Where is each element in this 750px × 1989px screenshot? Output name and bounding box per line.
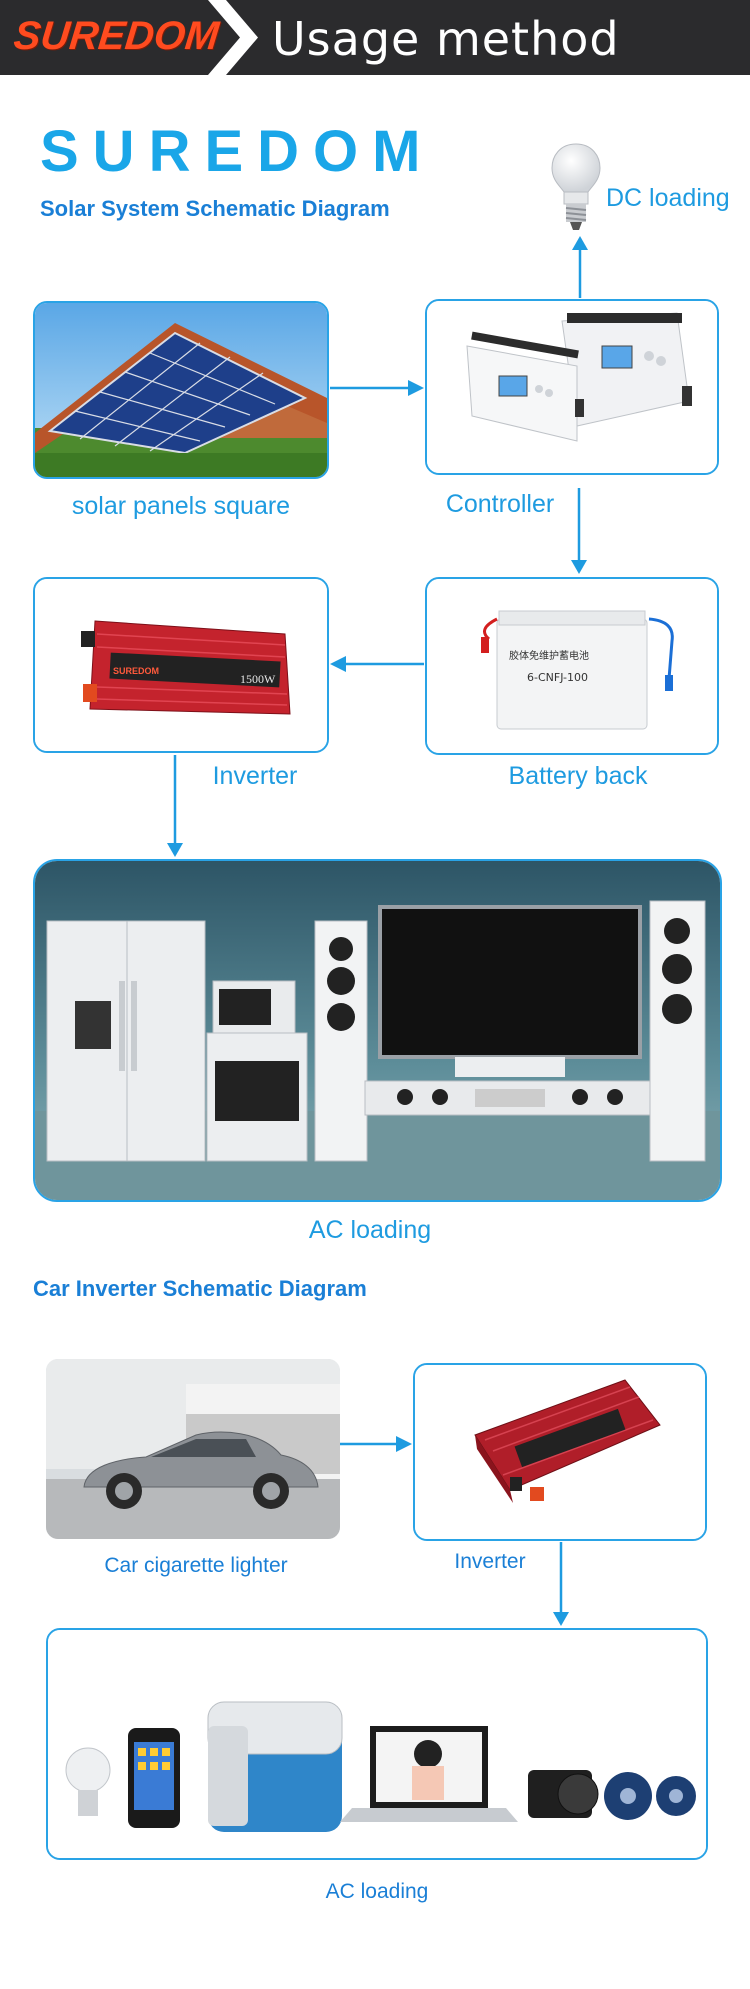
inverter-image: SUREDOM 1500W	[33, 577, 329, 753]
inverter-rating-text: 1500W	[240, 672, 276, 686]
solar-panels-label: solar panels square	[71, 492, 291, 520]
controller-image	[425, 299, 719, 475]
inverter-label: Inverter	[212, 762, 298, 790]
arrow-right-icon	[340, 1436, 412, 1452]
svg-text:SUREDOM: SUREDOM	[113, 666, 159, 676]
header-bar	[0, 0, 750, 75]
arrow-right-icon	[330, 380, 424, 396]
chevron-right-icon	[208, 0, 258, 75]
controller-label: Controller	[445, 490, 555, 518]
light-bulb-icon	[551, 143, 601, 230]
brand-title: SUREDOM	[40, 119, 435, 184]
car-lighter-label: Car cigarette lighter	[104, 1554, 288, 1577]
arrow-down-icon	[553, 1542, 569, 1626]
ac-loading-label: AC loading	[308, 1216, 432, 1244]
battery-chinese-text: 胶体免维护蓄电池	[509, 649, 589, 662]
arrow-down-icon	[571, 488, 587, 574]
solar-diagram-title: Solar System Schematic Diagram	[40, 196, 390, 221]
car-ac-devices-image	[46, 1628, 708, 1860]
car-diagram-title: Car Inverter Schematic Diagram	[33, 1276, 367, 1301]
arrow-down-icon	[167, 755, 183, 857]
car-inverter-image	[413, 1363, 707, 1541]
ac-appliances-image	[33, 859, 722, 1202]
arrow-left-icon	[330, 656, 424, 672]
battery-image: 胶体免维护蓄电池 6-CNFJ-100	[425, 577, 719, 755]
arrow-up-icon	[572, 236, 588, 298]
battery-model-text: 6-CNFJ-100	[527, 671, 588, 684]
car-image	[46, 1359, 340, 1539]
dc-loading-label: DC loading	[606, 184, 730, 212]
car-inverter-label: Inverter	[454, 1550, 526, 1573]
solar-panel-image	[33, 301, 329, 479]
header-title: Usage method	[272, 12, 620, 66]
header-brand-logo: SUREDOM	[11, 14, 221, 58]
battery-label: Battery back	[508, 762, 648, 790]
car-ac-loading-label: AC loading	[325, 1880, 429, 1903]
